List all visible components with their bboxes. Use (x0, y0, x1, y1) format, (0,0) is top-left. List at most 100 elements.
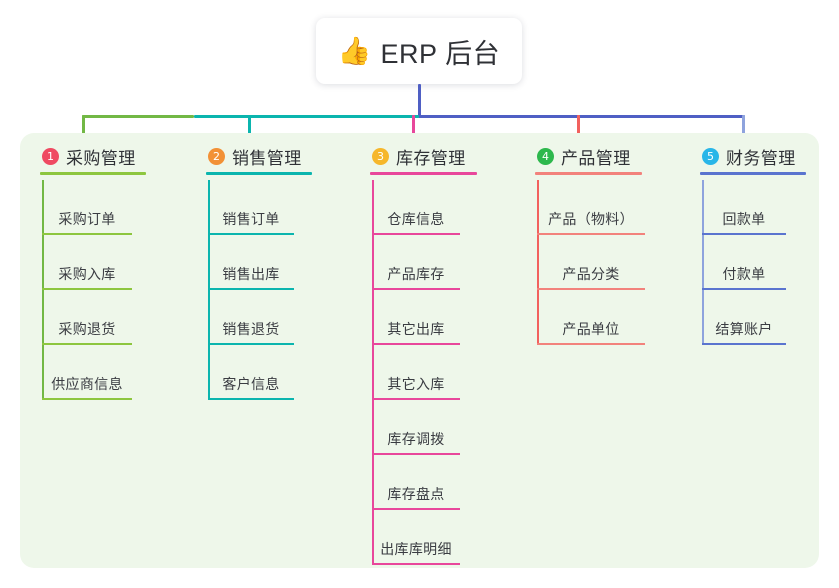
category-header-4[interactable]: 4 产品管理 (535, 144, 645, 168)
category-underline (700, 172, 806, 175)
leaf-item-label: 采购退货 (58, 321, 116, 337)
leaf-item[interactable]: 产品单位 (537, 290, 645, 345)
leaf-item[interactable]: 产品库存 (372, 235, 460, 290)
leaf-underline (372, 453, 460, 455)
leaf-underline (372, 563, 460, 565)
leaf-item-label: 其它出库 (387, 321, 445, 337)
leaf-item-label: 出库库明细 (380, 541, 452, 557)
leaf-spine-connector (702, 180, 704, 345)
category-title: 销售管理 (232, 148, 302, 168)
leaf-item[interactable]: 库存调拨 (372, 400, 460, 455)
category-number-badge: 3 (372, 147, 389, 165)
leaf-item[interactable]: 其它出库 (372, 290, 460, 345)
leaf-item[interactable]: 回款单 (702, 180, 786, 235)
category-underline (206, 172, 312, 175)
category-underline (535, 172, 642, 175)
leaf-underline (372, 233, 460, 235)
leaf-item[interactable]: 产品（物料） (537, 180, 645, 235)
root-node-title: ERP 后台 (380, 38, 501, 69)
leaf-item-label: 库存调拨 (387, 431, 445, 447)
category-title: 财务管理 (726, 148, 796, 168)
leaf-item[interactable]: 采购退货 (42, 290, 132, 345)
leaf-underline (702, 288, 786, 290)
leaf-underline (42, 343, 132, 345)
leaf-item-label: 销售订单 (222, 211, 280, 227)
leaf-list: 采购订单采购入库采购退货供应商信息 (42, 180, 132, 400)
category-column-4: 4 产品管理产品（物料） 产品分类产品单位 (535, 144, 645, 345)
thumbs-up-icon: 👍 (337, 35, 372, 66)
leaf-item-label: 客户信息 (222, 376, 280, 392)
leaf-underline (208, 288, 294, 290)
leaf-item[interactable]: 供应商信息 (42, 345, 132, 400)
category-number-badge: 2 (208, 147, 225, 165)
leaf-list: 仓库信息产品库存其它出库其它入库库存调拨库存盘点出库库明细 (372, 180, 460, 565)
leaf-underline (372, 398, 460, 400)
leaf-underline (208, 398, 294, 400)
leaf-item[interactable]: 结算账户 (702, 290, 786, 345)
leaf-spine-connector (537, 180, 539, 345)
leaf-spine-connector (42, 180, 44, 400)
leaf-item[interactable]: 采购入库 (42, 235, 132, 290)
leaf-item[interactable]: 客户信息 (208, 345, 294, 400)
category-number-badge: 4 (537, 147, 554, 165)
leaf-item[interactable]: 采购订单 (42, 180, 132, 235)
leaf-list: 销售订单销售出库销售退货客户信息 (208, 180, 294, 400)
column-drop-connector-1 (82, 115, 85, 145)
category-title: 产品管理 (561, 148, 631, 168)
category-number-badge: 1 (42, 147, 59, 165)
leaf-item[interactable]: 付款单 (702, 235, 786, 290)
column-drop-connector-4 (577, 115, 580, 145)
leaf-underline (702, 343, 786, 345)
category-title: 库存管理 (396, 148, 466, 168)
leaf-underline (42, 288, 132, 290)
column-drop-connector-3 (412, 115, 415, 145)
leaf-item[interactable]: 其它入库 (372, 345, 460, 400)
leaf-item[interactable]: 仓库信息 (372, 180, 460, 235)
leaf-item-label: 库存盘点 (387, 486, 445, 502)
leaf-item-label: 产品分类 (562, 266, 620, 282)
category-column-2: 2 销售管理销售订单销售出库销售退货客户信息 (206, 144, 312, 400)
bus-indigo-segment (419, 115, 745, 118)
leaf-underline (372, 343, 460, 345)
leaf-item-label: 付款单 (722, 266, 766, 282)
leaf-spine-connector (208, 180, 210, 400)
leaf-underline (42, 398, 132, 400)
category-title: 采购管理 (66, 148, 136, 168)
categories-panel (20, 133, 819, 568)
bus-green-segment (82, 115, 194, 118)
category-header-3[interactable]: 3 库存管理 (370, 144, 466, 168)
leaf-item[interactable]: 产品分类 (537, 235, 645, 290)
leaf-item[interactable]: 销售退货 (208, 290, 294, 345)
leaf-underline (372, 288, 460, 290)
leaf-item-label: 结算账户 (715, 321, 773, 337)
leaf-item-label: 产品（物料） (548, 211, 634, 227)
leaf-underline (537, 288, 645, 290)
leaf-spine-connector (372, 180, 374, 565)
column-drop-connector-2 (248, 115, 251, 145)
leaf-item[interactable]: 销售订单 (208, 180, 294, 235)
category-header-1[interactable]: 1 采购管理 (40, 144, 136, 168)
category-column-1: 1 采购管理采购订单采购入库采购退货供应商信息 (40, 144, 146, 400)
leaf-underline (208, 343, 294, 345)
leaf-item[interactable]: 销售出库 (208, 235, 294, 290)
leaf-item-label: 回款单 (722, 211, 766, 227)
bus-teal-segment (194, 115, 419, 118)
leaf-underline (537, 233, 645, 235)
root-stem-connector (418, 84, 421, 118)
leaf-item-label: 采购入库 (58, 266, 116, 282)
leaf-item[interactable]: 出库库明细 (372, 510, 460, 565)
leaf-list: 产品（物料） 产品分类产品单位 (537, 180, 645, 345)
leaf-underline (537, 343, 645, 345)
leaf-item-label: 供应商信息 (51, 376, 123, 392)
leaf-underline (42, 233, 132, 235)
leaf-item[interactable]: 库存盘点 (372, 455, 460, 510)
leaf-underline (208, 233, 294, 235)
category-header-2[interactable]: 2 销售管理 (206, 144, 302, 168)
leaf-item-label: 仓库信息 (387, 211, 445, 227)
root-node[interactable]: 👍 ERP 后台 (316, 18, 522, 84)
category-column-3: 3 库存管理仓库信息产品库存其它出库其它入库库存调拨库存盘点出库库明细 (370, 144, 477, 565)
leaf-item-label: 产品库存 (387, 266, 445, 282)
leaf-underline (372, 508, 460, 510)
